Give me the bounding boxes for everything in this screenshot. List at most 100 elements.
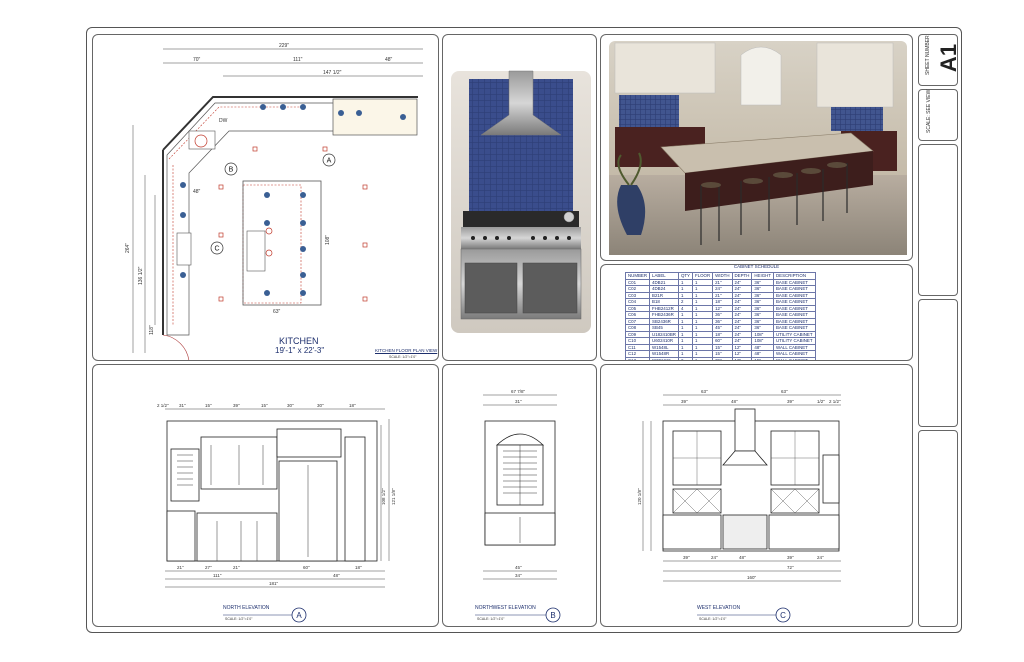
island <box>242 180 322 306</box>
dim-264: 264" <box>125 243 131 253</box>
west-dim-bottom-0: 39" <box>683 555 690 560</box>
west-dim-top-0: 39" <box>681 399 688 404</box>
col-width: WIDTH <box>712 272 733 280</box>
nw-dim-45: 45" <box>515 565 522 570</box>
north-dim-total: 181" <box>269 581 279 586</box>
tag-c: C <box>214 246 219 253</box>
north-elevation-scale: SCALE: 1/2"=1'0" <box>225 617 253 621</box>
west-elevation-panel: 63" 63" 39" 48" 39" 1/2" 2 1/2" 39" 24" … <box>600 364 913 627</box>
dim-147: 147 1/2" <box>323 70 342 76</box>
dim-136: 136 1/2" <box>138 266 144 285</box>
north-dim-top-0: 2 1/2" <box>157 403 169 408</box>
title-block-box-3 <box>918 144 958 296</box>
title-block-box-5 <box>918 430 958 627</box>
north-dim-top-5: 30" <box>287 403 294 408</box>
north-elevation-title: NORTH ELEVATION <box>223 605 270 611</box>
north-dim-111: 111" <box>213 573 222 578</box>
cabinet-schedule-caption: CABINET SCHEDULE <box>733 264 780 269</box>
west-dim-top-1: 48" <box>731 399 738 404</box>
table-cell: 1 <box>691 356 714 360</box>
north-dim-bottom-1: 27" <box>205 565 212 570</box>
table-cell: WALL CABINET <box>772 356 816 360</box>
west-dim-top-4: 2 1/2" <box>829 399 841 404</box>
tag-c-circle <box>210 241 224 255</box>
northwest-elevation-panel: 67 7/8" 31" 45" 34" B NORTHWEST ELEVATIO… <box>442 364 597 627</box>
west-elevation-scale: SCALE: 1/2"=1'0" <box>699 617 727 621</box>
north-dim-top-3: 39" <box>233 403 240 408</box>
north-dim-48: 48" <box>333 573 340 578</box>
north-dim-bottom-0: 21" <box>177 565 184 570</box>
tag-b-circle <box>224 162 238 176</box>
nw-dim-34: 34" <box>515 573 522 578</box>
north-dim-top-7: 18" <box>349 403 356 408</box>
floor-plan-scale: SCALE: 1/2"=1'0" <box>389 355 417 359</box>
west-dim-top-2: 39" <box>787 399 794 404</box>
floor-plan-drawing: 229" 70" 111" 48" 147 1/2" DW 48" 63" 26… <box>125 43 423 360</box>
cabinet-schedule-table: NUMBER LABEL QTY FLOOR WIDTH DEPTH HEIGH… <box>624 272 816 360</box>
north-dim-bottom-3: 60" <box>303 565 310 570</box>
dim-118: 118" <box>149 325 155 335</box>
scale-box: SCALE: SEE VIEW <box>918 89 958 141</box>
tag-a: A <box>327 158 332 165</box>
drawing-sheet: 229" 70" 111" 48" 147 1/2" DW 48" 63" 26… <box>86 27 962 633</box>
north-dim-top-6: 30" <box>317 403 324 408</box>
nw-tag: B <box>550 611 555 620</box>
northwest-elevation-title: NORTHWEST ELEVATION <box>475 605 536 611</box>
floor-plan-panel: 229" 70" 111" 48" 147 1/2" DW 48" 63" 26… <box>92 34 439 361</box>
west-dim-bottom-4: 24" <box>817 555 824 560</box>
dim-island-h: 108" <box>325 235 331 245</box>
dim-island-w: 63" <box>273 309 281 315</box>
sheet-number-box: SHEET NUMBER A1 <box>918 34 961 86</box>
table-cell: C13 <box>624 356 651 360</box>
north-dim-top-4: 15" <box>261 403 268 408</box>
west-dim-top-3: 1/2" <box>817 399 825 404</box>
dim-229: 229" <box>279 43 289 49</box>
north-elevation-panel: 2 1/2" 31" 15" 39" 15" 30" 30" 18" 21" 2… <box>92 364 439 627</box>
scale-label: SCALE: SEE VIEW <box>926 89 932 133</box>
northwest-elevation-drawing: 67 7/8" 31" 45" 34" B <box>475 389 561 623</box>
schedule-header-row: NUMBER LABEL QTY FLOOR WIDTH DEPTH HEIGH… <box>624 272 816 280</box>
room-size: 19'-1" x 22'-3" <box>275 346 325 355</box>
north-elevation-drawing: 2 1/2" 31" 15" 39" 15" 30" 30" 18" 21" 2… <box>157 403 396 623</box>
west-dim-bottom-1: 24" <box>711 555 718 560</box>
north-dim-top-1: 31" <box>179 403 186 408</box>
table-cell: 2 <box>677 356 693 360</box>
west-dim-total: 160" <box>747 575 757 580</box>
range-render-image <box>451 70 591 333</box>
floor-plan-view-title: KITCHEN FLOOR PLAN VIEW <box>375 348 438 353</box>
dim-70: 70" <box>193 57 201 63</box>
north-dim-108: 108 1/2" <box>381 488 386 505</box>
tag-a-circle <box>322 153 336 167</box>
title-block-box-4 <box>918 299 958 427</box>
west-tag: C <box>780 611 786 620</box>
col-height: HEIGHT <box>751 272 774 280</box>
west-dim-63b: 63" <box>781 389 788 394</box>
col-number: NUMBER <box>624 272 651 280</box>
dim-48b: 48" <box>193 189 201 195</box>
kitchen-render-image <box>609 41 907 255</box>
table-cell: 15" <box>751 356 774 360</box>
col-depth: DEPTH <box>731 272 753 280</box>
north-dim-bottom-2: 21" <box>233 565 240 570</box>
west-dim-bottom-3: 39" <box>787 555 794 560</box>
west-elevation-drawing: 63" 63" 39" 48" 39" 1/2" 2 1/2" 39" 24" … <box>637 389 841 623</box>
sheet-number-label: SHEET NUMBER <box>925 35 931 75</box>
room-name: KITCHEN <box>279 336 319 346</box>
north-tag: A <box>296 611 302 620</box>
cabinet-schedule-panel: CABINET SCHEDULE NUMBER LABEL QTY FLOOR … <box>600 264 913 361</box>
west-dim-bottom-2: 48" <box>739 555 746 560</box>
tag-b: B <box>229 167 234 174</box>
west-dim-63a: 63" <box>701 389 708 394</box>
